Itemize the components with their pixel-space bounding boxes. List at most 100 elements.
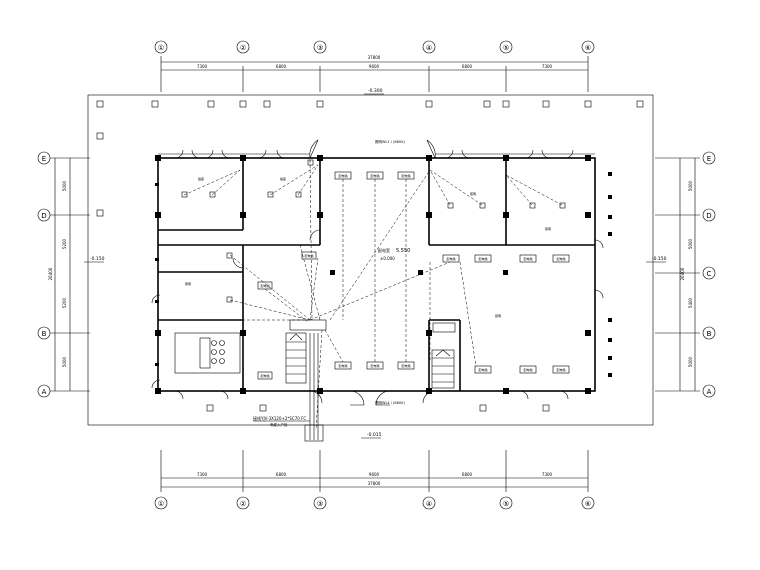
axis-bubble-5-top: ⑤: [499, 40, 513, 54]
bottom-dimensions: 7300 6800 9600 6800 7300 37800: [160, 450, 589, 492]
dim-bottom-seg: 6800: [276, 472, 287, 477]
panel-box: 配电箱: [366, 361, 384, 370]
elevation-bottom: -0.015: [367, 432, 382, 438]
dim-right-seg: 5000: [688, 238, 693, 249]
svg-text:④: ④: [426, 44, 432, 52]
axis-bubble-A-right: A: [702, 384, 716, 398]
svg-text:配电箱: 配电箱: [556, 256, 565, 261]
room-label: 照明: [470, 192, 476, 196]
top-dimensions: 37800 7300 6800 9600 6800 7300: [160, 55, 589, 92]
panel-box: 配电箱: [334, 171, 352, 180]
stair-treads: [286, 333, 454, 383]
toilet-fixtures: [199, 337, 225, 369]
svg-text:配电箱: 配电箱: [260, 373, 269, 378]
svg-text:配电箱: 配电箱: [523, 256, 532, 261]
svg-text:配电箱: 配电箱: [401, 173, 410, 178]
axis-bubble-3-top: ③: [313, 40, 327, 54]
right-axis: 26400 5000 5000 5400 5000 E D C B A: [655, 151, 716, 398]
center-room-label: 配电室 5.550 ±0.000: [378, 247, 410, 261]
panel-box: 配电箱: [552, 365, 570, 374]
svg-text:配电箱: 配电箱: [370, 173, 379, 178]
svg-text:配电箱: 配电箱: [338, 363, 347, 368]
svg-text:配电箱: 配电箱: [478, 256, 487, 261]
doors: [151, 139, 604, 406]
svg-text:B: B: [707, 330, 712, 338]
svg-text:A: A: [707, 388, 712, 396]
svg-text:⑥: ⑥: [585, 500, 591, 508]
svg-text:⑤: ⑤: [503, 500, 509, 508]
cable-entry: 接线YJV-3X120+2*SC70 FC 电缆入户处: [253, 333, 324, 442]
svg-text:配电箱: 配电箱: [523, 367, 532, 372]
svg-text:B: B: [42, 330, 47, 338]
fixtures: [181, 159, 566, 303]
axis-bubble-6-top: ⑥: [581, 40, 595, 54]
axis-bubble-2-top: ②: [236, 40, 250, 54]
dim-bottom-seg: 9600: [369, 472, 380, 477]
axis-bubble-6-bottom: ⑥: [581, 496, 595, 510]
svg-text:②: ②: [240, 44, 246, 52]
svg-text:①: ①: [158, 500, 164, 508]
panel-box: 配电箱: [474, 365, 492, 374]
dim-top-seg: 6800: [462, 64, 473, 69]
room-label: 照明: [185, 282, 191, 286]
building-walls: [157, 153, 596, 392]
axis-bubble-4-bottom: ④: [422, 496, 436, 510]
axis-bubble-E-left: E: [37, 151, 51, 165]
structural-columns: [155, 155, 591, 394]
axis-bubble-E-right: E: [702, 151, 716, 165]
panel-box: 配电箱: [301, 251, 317, 260]
dim-top-seg: 7300: [542, 64, 553, 69]
svg-text:配电箱: 配电箱: [304, 253, 313, 258]
dim-right-total: 26400: [680, 267, 685, 280]
axis-bubble-1-top: ①: [154, 40, 168, 54]
panel-box: 配电箱: [442, 254, 460, 263]
axis-bubble-C-right: C: [702, 266, 716, 280]
svg-text:配电室: 配电室: [378, 247, 390, 253]
svg-text:①: ①: [158, 44, 164, 52]
elevation-right: -0.150: [652, 256, 667, 262]
svg-text:配电箱: 配电箱: [370, 363, 379, 368]
dim-top-seg: 9600: [369, 64, 380, 69]
center-value: 5.550: [396, 248, 410, 254]
dim-bottom-total: 37800: [368, 481, 381, 486]
center-level: ±0.000: [380, 256, 395, 261]
svg-text:D: D: [706, 212, 711, 220]
window-marks: [155, 172, 612, 377]
svg-text:E: E: [707, 155, 711, 163]
panel-box: 配电箱: [257, 281, 273, 290]
axis-bubble-1-bottom: ①: [154, 496, 168, 510]
room-label: 插座: [198, 176, 204, 181]
meter-panel: [289, 319, 327, 331]
panel-box: 配电箱: [552, 254, 570, 263]
axis-bubble-4-top: ④: [422, 40, 436, 54]
dim-left-seg: 5200: [62, 297, 67, 308]
axis-bubble-3-bottom: ③: [313, 496, 327, 510]
axis-bubble-A-left: A: [37, 384, 51, 398]
panel-box: 配电箱: [366, 171, 384, 180]
axis-bubble-2-bottom: ②: [236, 496, 250, 510]
dim-top-seg: 6800: [276, 64, 287, 69]
room-label: 照明: [495, 314, 501, 318]
svg-text:③: ③: [317, 44, 323, 52]
room-label: 照明: [545, 227, 551, 231]
svg-text:A: A: [42, 388, 47, 396]
main-switchboard: [432, 322, 456, 333]
dim-top-total: 37800: [368, 55, 381, 60]
dim-right-seg: 5400: [688, 297, 693, 308]
cable-entry-label: 接线YJV-3X120+2*SC70 FC: [253, 415, 306, 421]
elevation-marks: -0.300 -0.150 -0.150 -0.015: [84, 88, 667, 439]
axis-bubble-B-right: B: [702, 326, 716, 340]
dim-right-seg: 5000: [688, 356, 693, 367]
svg-text:⑤: ⑤: [503, 44, 509, 52]
dim-top-seg: 7300: [197, 64, 208, 69]
svg-text:⑥: ⑥: [585, 44, 591, 52]
svg-text:配电箱: 配电箱: [556, 367, 565, 372]
svg-text:E: E: [42, 155, 46, 163]
axis-bubble-D-left: D: [37, 208, 51, 222]
panel-box: 配电箱: [519, 365, 537, 374]
panel-box: 配电箱: [474, 254, 492, 263]
elevation-top: -0.300: [368, 88, 383, 94]
dim-bottom-seg: 6800: [462, 472, 473, 477]
dim-left-seg: 5200: [62, 238, 67, 249]
